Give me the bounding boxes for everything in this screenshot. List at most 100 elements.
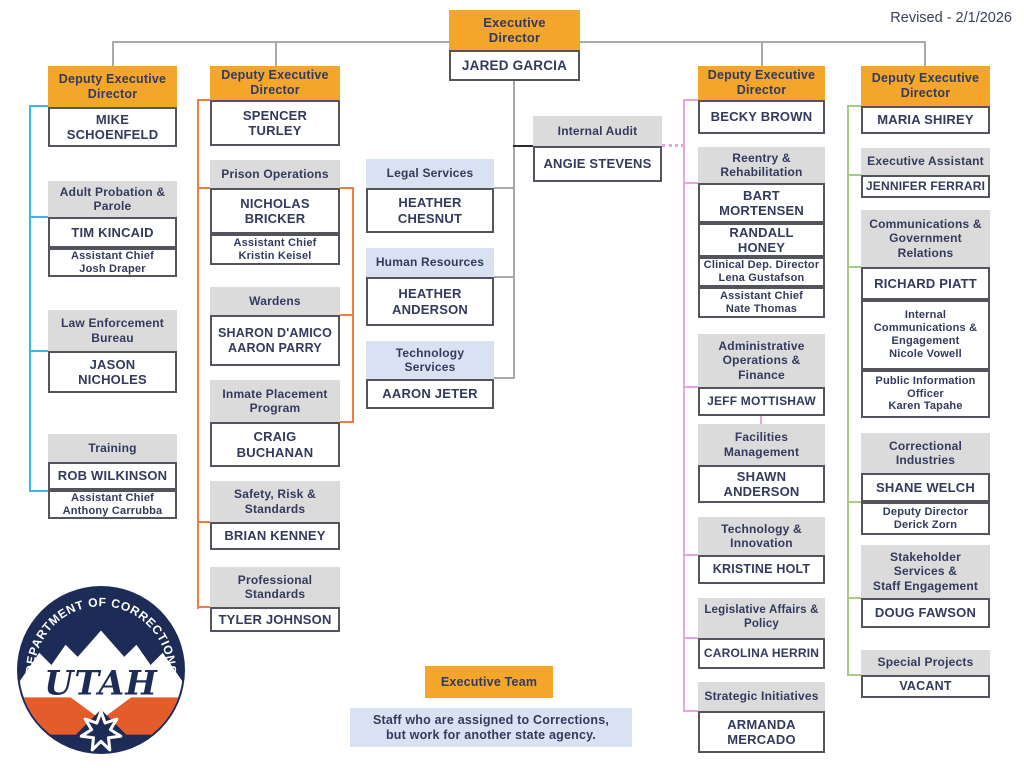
- top-stub-col4: [761, 41, 763, 67]
- logo-state-text: UTAH: [44, 663, 158, 702]
- orange-stub-2: [197, 187, 211, 189]
- orange-right-stub-3: [340, 421, 354, 423]
- special-projects-header: Special Projects: [861, 650, 990, 675]
- pink-stub-2: [683, 182, 699, 184]
- legend-assigned-staff-note: Staff who are assigned to Corrections,bu…: [350, 708, 632, 747]
- pink-stub-5: [683, 637, 699, 639]
- top-stub-col1: [112, 41, 114, 67]
- utah-doc-logo-svg: DEPARTMENT OF CORRECTIONS UTAH: [17, 586, 185, 754]
- correctional-industries-name: SHANE WELCH: [861, 473, 990, 502]
- logo-orange-band: [19, 697, 183, 735]
- prison-operations-header: Prison Operations: [210, 160, 340, 188]
- legal-services-stub: [494, 187, 514, 189]
- internal-audit-stub: [513, 145, 533, 147]
- orange-stub-1: [197, 99, 211, 101]
- green-stub-2: [847, 174, 862, 176]
- orange-right-stub-2: [340, 314, 354, 316]
- top-stub-col5: [924, 41, 926, 67]
- green-stub-3: [847, 266, 862, 268]
- human-resources-stub: [494, 276, 514, 278]
- strategic-initiatives-header: Strategic Initiatives: [698, 682, 825, 711]
- safety-risk-standards-header: Safety, Risk &Standards: [210, 481, 340, 522]
- green-stub-6: [847, 674, 862, 676]
- orange-vertical-left: [197, 99, 199, 609]
- technology-services-name: AARON JETER: [366, 379, 494, 409]
- green-stub-5: [847, 597, 862, 599]
- reentry-rehabilitation-header: Reentry &Rehabilitation: [698, 147, 825, 183]
- training-header: Training: [48, 434, 177, 462]
- safety-risk-standards-name: BRIAN KENNEY: [210, 522, 340, 550]
- technology-innovation-name: KRISTINE HOLT: [698, 555, 825, 584]
- pink-short-vertical: [760, 416, 762, 425]
- orange-stub-3: [197, 521, 211, 523]
- legislative-affairs-name: CAROLINA HERRIN: [698, 638, 825, 669]
- blue-vertical-line: [29, 105, 31, 492]
- training-name: ROB WILKINSON: [48, 462, 177, 490]
- communications-gov-name: RICHARD PIATT: [861, 267, 990, 300]
- stakeholder-services-name: DOUG FAWSON: [861, 598, 990, 628]
- green-stub-1: [847, 105, 862, 107]
- pink-vertical-line: [683, 99, 685, 712]
- green-stub-4: [847, 501, 862, 503]
- exec-vertical-line: [513, 81, 515, 379]
- orange-stub-4: [197, 606, 211, 608]
- pink-stub-1: [683, 99, 699, 101]
- deputy-exec-3-name: BECKY BROWN: [698, 100, 825, 134]
- green-vertical-line: [847, 105, 849, 676]
- orange-vertical-right: [352, 187, 354, 423]
- legislative-affairs-header: Legislative Affairs &Policy: [698, 598, 825, 638]
- revised-date-label: Revised - 2/1/2026: [890, 10, 1012, 26]
- wardens-header: Wardens: [210, 287, 340, 315]
- internal-audit-dotted-link: [662, 144, 684, 147]
- blue-stub-3: [29, 350, 49, 352]
- human-resources-header: Human Resources: [366, 248, 494, 277]
- blue-stub-4: [29, 490, 49, 492]
- deputy-exec-4-name: MARIA SHIREY: [861, 106, 990, 134]
- top-stub-col2: [275, 41, 277, 67]
- adult-probation-parole-header: Adult Probation &Parole: [48, 181, 177, 217]
- admin-ops-finance-name: JEFF MOTTISHAW: [698, 387, 825, 416]
- legend-executive-team: Executive Team: [425, 666, 553, 698]
- utah-doc-logo: DEPARTMENT OF CORRECTIONS UTAH: [17, 586, 185, 754]
- technology-services-stub: [494, 377, 514, 379]
- technology-innovation-header: Technology &Innovation: [698, 517, 825, 555]
- legal-services-header: Legal Services: [366, 159, 494, 188]
- internal-audit-name: ANGIE STEVENS: [533, 146, 662, 182]
- logo-star-icon: [79, 709, 123, 752]
- pink-stub-6: [683, 710, 699, 712]
- professional-standards-name: TYLER JOHNSON: [210, 607, 340, 632]
- executive-assistant-header: Executive Assistant: [861, 148, 990, 175]
